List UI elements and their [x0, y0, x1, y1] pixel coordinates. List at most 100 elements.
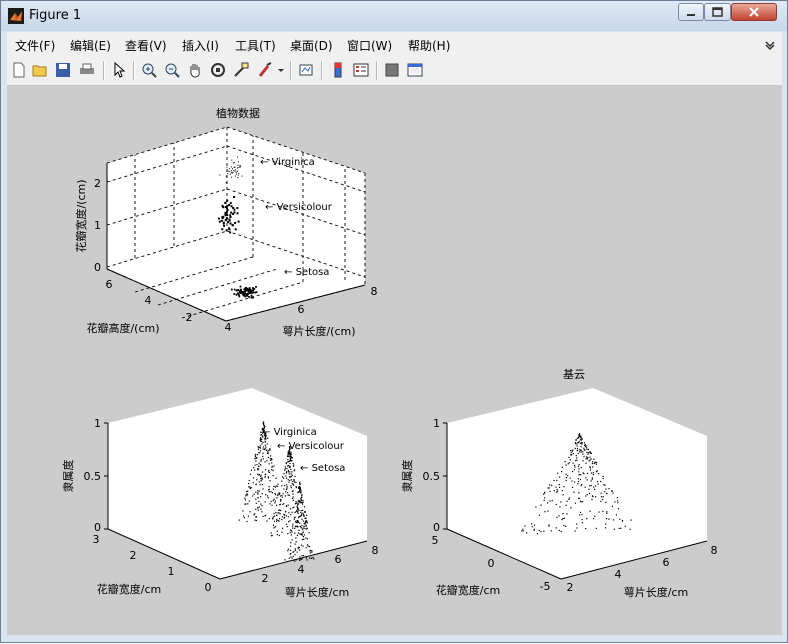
scatter-point [602, 498, 604, 501]
scatter-point [248, 483, 250, 485]
save-icon[interactable] [55, 62, 71, 78]
maximize-button[interactable] [704, 3, 731, 21]
scatter-point [299, 489, 301, 491]
brush-dropdown-icon[interactable] [277, 62, 285, 78]
scatter-point [295, 537, 297, 539]
menu-desktop[interactable]: 桌面(D) [290, 39, 333, 53]
scatter-point [268, 486, 270, 488]
scatter-point [259, 450, 262, 452]
scatter-point [593, 518, 595, 520]
scatter-point [301, 555, 303, 557]
scatter-point [590, 458, 592, 460]
scatter-point [605, 488, 607, 490]
scatter-point [227, 170, 229, 172]
scatter-point [299, 533, 301, 535]
scatter-point [301, 532, 303, 535]
menu-file[interactable]: 文件(F) [15, 39, 56, 53]
scatter-point [287, 469, 289, 471]
scatter-point [237, 164, 239, 166]
scatter-point [299, 488, 301, 490]
scatter-point [229, 222, 232, 225]
scatter-point [602, 510, 604, 512]
menu-edit[interactable]: 编辑(E) [70, 39, 111, 53]
open-file-icon[interactable] [32, 62, 48, 78]
scatter-point [559, 506, 561, 508]
scatter-point [255, 286, 257, 288]
pan-icon[interactable] [187, 62, 203, 78]
close-button[interactable] [731, 3, 777, 21]
scatter-point [247, 293, 250, 295]
plot1-x-tick: 4 [225, 321, 232, 334]
new-figure-icon[interactable] [11, 62, 27, 78]
scatter-point [575, 442, 577, 444]
minimize-button[interactable] [678, 3, 704, 21]
zoom-in-icon[interactable] [141, 62, 157, 78]
menu-window[interactable]: 窗口(W) [347, 39, 393, 53]
scatter-point [297, 520, 299, 522]
scatter-point [586, 448, 588, 450]
scatter-point [257, 454, 259, 456]
scatter-point [246, 289, 249, 292]
scatter-point [600, 492, 602, 494]
scatter-point [261, 505, 263, 507]
print-icon[interactable] [79, 62, 95, 78]
scatter-point [236, 170, 238, 172]
scatter-point [247, 515, 249, 517]
scatter-point [252, 296, 255, 299]
scatter-point [615, 514, 617, 516]
scatter-point [569, 477, 571, 479]
scatter-point [282, 503, 284, 505]
plot2-xlabel: 萼片长度/cm [285, 585, 349, 599]
scatter-point [618, 527, 620, 529]
menu-tools[interactable]: 工具(T) [235, 39, 276, 53]
scatter-point [270, 458, 272, 460]
scatter-point [292, 462, 294, 464]
scatter-point [260, 496, 262, 498]
data-cursor-icon[interactable] [233, 62, 249, 78]
scatter-point [228, 218, 231, 221]
link-plot-icon[interactable] [298, 62, 314, 78]
scatter-point [278, 509, 281, 511]
menu-view[interactable]: 查看(V) [125, 39, 167, 53]
scatter-point [272, 488, 274, 490]
legend-icon[interactable] [353, 62, 369, 78]
scatter-point [226, 167, 228, 169]
zoom-out-icon[interactable] [164, 62, 180, 78]
scatter-point [226, 207, 228, 210]
scatter-point [580, 438, 582, 440]
scatter-point [289, 476, 291, 478]
scatter-point [548, 525, 550, 527]
scatter-point [229, 216, 232, 218]
scatter-point [268, 491, 270, 493]
plot2-annotation-setosa: ← Setosa [300, 463, 345, 474]
brush-icon[interactable] [257, 62, 273, 78]
scatter-point [290, 534, 292, 536]
menu-insert[interactable]: 插入(I) [182, 39, 219, 53]
plot3-z-tick: 0 [433, 521, 440, 534]
menu-help[interactable]: 帮助(H) [408, 39, 451, 53]
scatter-point [574, 464, 576, 466]
plot1-x-tick: 6 [298, 303, 305, 316]
scatter-point [295, 525, 297, 527]
colorbar-icon[interactable] [330, 62, 346, 78]
scatter-point [244, 287, 247, 290]
scatter-point [224, 206, 227, 208]
scatter-point [272, 516, 275, 518]
scatter-point [605, 527, 607, 529]
scatter-point [297, 503, 300, 505]
scatter-point [291, 471, 293, 473]
scatter-point [299, 487, 301, 489]
hide-plot-tools-icon[interactable] [384, 62, 400, 78]
scatter-point [245, 503, 247, 505]
scatter-point [285, 515, 287, 517]
scatter-point [233, 293, 236, 295]
scatter-point [289, 476, 291, 478]
chevron-icon[interactable] [765, 40, 775, 50]
scatter-point [584, 445, 587, 448]
show-plot-tools-icon[interactable] [407, 62, 423, 78]
scatter-point [261, 443, 263, 445]
pointer-icon[interactable] [111, 62, 127, 78]
rotate-3d-icon[interactable] [210, 62, 226, 78]
scatter-point [267, 477, 269, 479]
scatter-point [250, 469, 253, 471]
